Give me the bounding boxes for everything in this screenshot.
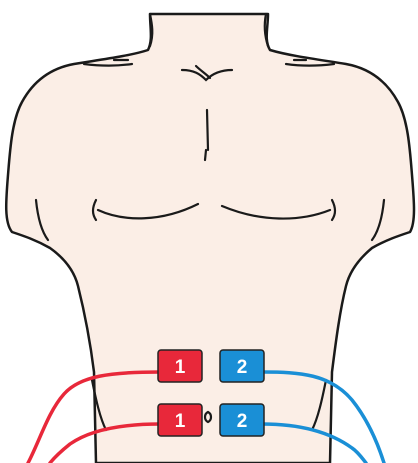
sternum-lower	[205, 150, 206, 160]
sternum	[207, 110, 208, 150]
electrode-label: 2	[237, 357, 248, 378]
electrode-upper-right: 2	[220, 350, 264, 382]
electrode-upper-left: 1	[158, 350, 202, 382]
electrode-lower-left: 1	[158, 404, 202, 436]
electrode-label: 2	[237, 411, 248, 432]
torso-body	[6, 14, 414, 463]
electrode-lower-right: 2	[220, 404, 264, 436]
electrode-label: 1	[175, 357, 186, 378]
electrode-label: 1	[175, 411, 186, 432]
